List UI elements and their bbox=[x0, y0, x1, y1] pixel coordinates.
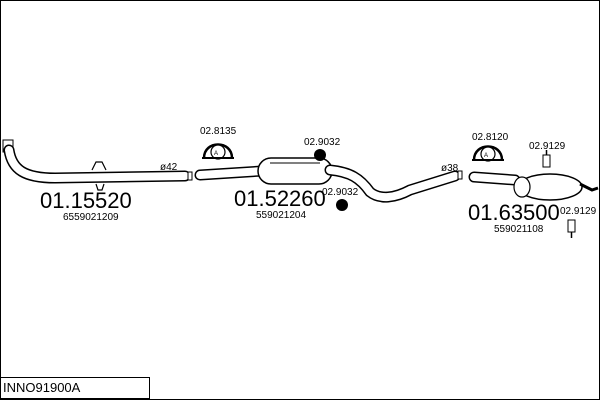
diameter-label-1: ø42 bbox=[160, 162, 178, 173]
part-ref-2: 559021204 bbox=[256, 210, 306, 221]
diameter-label-2: ø38 bbox=[441, 163, 459, 174]
part-number-1: 01.15520 bbox=[40, 188, 132, 213]
clamp-1-callout: A bbox=[214, 151, 218, 157]
part-ref-3: 559021108 bbox=[494, 224, 544, 235]
clamp-2-callout: A bbox=[484, 153, 488, 159]
rear-muffler-endcap bbox=[513, 176, 531, 198]
clamp-02-8120: A bbox=[472, 145, 504, 162]
rubber-hanger-icon bbox=[314, 149, 326, 161]
part-number-2: 01.52260 bbox=[234, 186, 326, 211]
rear-muffler-assembly bbox=[468, 171, 599, 201]
rubber-hanger-icon bbox=[336, 199, 348, 211]
accessory-label-02-9129-a: 02.9129 bbox=[529, 141, 566, 152]
front-pipe-hanger bbox=[91, 161, 107, 171]
diagram-code: INNO91900A bbox=[3, 380, 81, 395]
centre-muffler-assembly bbox=[194, 157, 463, 203]
clamp-02-8135: A bbox=[202, 143, 234, 160]
accessory-label-02-9129-b: 02.9129 bbox=[560, 206, 597, 217]
accessory-label-02-9032-a: 02.9032 bbox=[304, 137, 341, 148]
hanger-bracket-icon bbox=[542, 150, 551, 168]
accessory-label-02-8135: 02.8135 bbox=[200, 126, 237, 137]
part-number-3: 01.63500 bbox=[468, 200, 560, 225]
front-pipe bbox=[2, 139, 193, 191]
part-ref-1: 6559021209 bbox=[63, 212, 119, 223]
accessory-label-02-8120: 02.8120 bbox=[472, 132, 509, 143]
diagram-code-box: INNO91900A bbox=[0, 377, 150, 399]
rear-muffler-tailpipe bbox=[579, 182, 599, 192]
front-pipe-clip bbox=[95, 183, 105, 191]
hanger-bracket-icon bbox=[567, 219, 576, 238]
centre-muffler-body bbox=[257, 157, 333, 185]
front-pipe-end-stub bbox=[187, 171, 193, 181]
centre-pipe-end-stub bbox=[457, 170, 463, 180]
accessory-label-02-9032-b: 02.9032 bbox=[322, 187, 359, 198]
